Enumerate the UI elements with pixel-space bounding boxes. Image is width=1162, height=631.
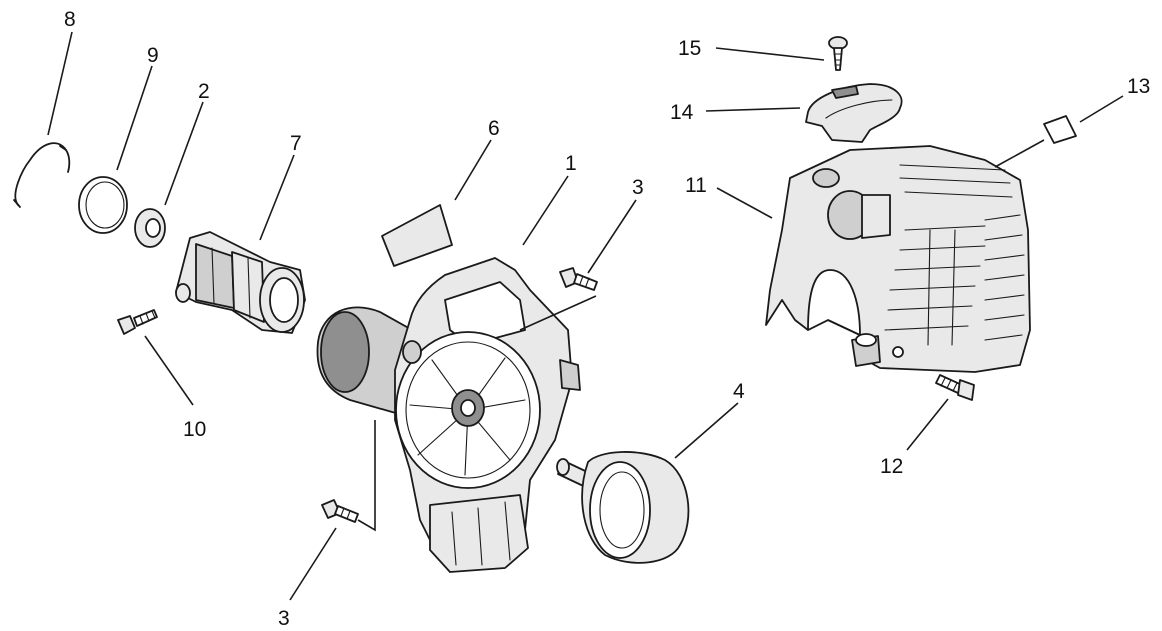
screw-alignment-lines xyxy=(357,295,597,532)
part-3-screw-upper xyxy=(559,267,598,291)
callout-10: 10 xyxy=(183,418,206,441)
callout-2: 2 xyxy=(198,80,210,103)
leader-12 xyxy=(906,398,949,451)
callout-9: 9 xyxy=(147,44,159,67)
leader-lines xyxy=(47,31,1124,601)
part-7-pipe-adapter xyxy=(175,231,306,334)
callout-8: 8 xyxy=(64,8,76,31)
part-1-fan-housing xyxy=(316,257,581,573)
leader-13b xyxy=(994,139,1045,168)
callout-3-lower: 3 xyxy=(278,607,290,630)
part-4-fan-cup xyxy=(556,451,690,564)
part-10-screw xyxy=(117,309,158,335)
part-6-label xyxy=(381,204,453,267)
callout-4: 4 xyxy=(733,380,745,403)
part-13-label xyxy=(1043,115,1077,144)
leader-1 xyxy=(522,175,569,246)
leader-11 xyxy=(716,187,773,219)
callout-12: 12 xyxy=(880,455,903,478)
leader-3b xyxy=(289,527,337,601)
callout-14: 14 xyxy=(670,101,694,124)
part-12-screw xyxy=(935,374,975,401)
callout-7: 7 xyxy=(290,132,302,155)
part-14-knob xyxy=(805,83,903,143)
leader-13 xyxy=(1079,95,1124,123)
leader-14 xyxy=(705,107,801,112)
leader-6 xyxy=(454,139,492,201)
callout-11: 11 xyxy=(685,174,707,197)
callout-1: 1 xyxy=(565,152,577,175)
callout-15: 15 xyxy=(678,37,701,60)
callout-6: 6 xyxy=(488,117,500,140)
part-9-ring xyxy=(78,176,128,234)
leader-3a xyxy=(587,199,637,274)
callout-numbers: 8 9 2 7 6 1 3 3 10 4 15 14 13 11 12 xyxy=(64,8,1150,630)
part-8-wire-clip xyxy=(13,142,71,208)
leader-15 xyxy=(715,47,825,61)
leader-4 xyxy=(674,402,739,459)
cover-grille xyxy=(884,164,1025,346)
leader-2 xyxy=(164,101,204,206)
part-11-engine-cover xyxy=(765,145,1031,373)
leader-7 xyxy=(259,154,295,241)
part-3-screw-lower xyxy=(321,499,359,523)
part-15-screw xyxy=(828,36,848,71)
part-2-washer xyxy=(134,208,166,248)
leader-9 xyxy=(116,65,153,171)
callout-13: 13 xyxy=(1127,75,1150,98)
leader-8 xyxy=(47,31,73,136)
leader-10 xyxy=(144,335,194,406)
callout-3-upper: 3 xyxy=(632,176,644,199)
